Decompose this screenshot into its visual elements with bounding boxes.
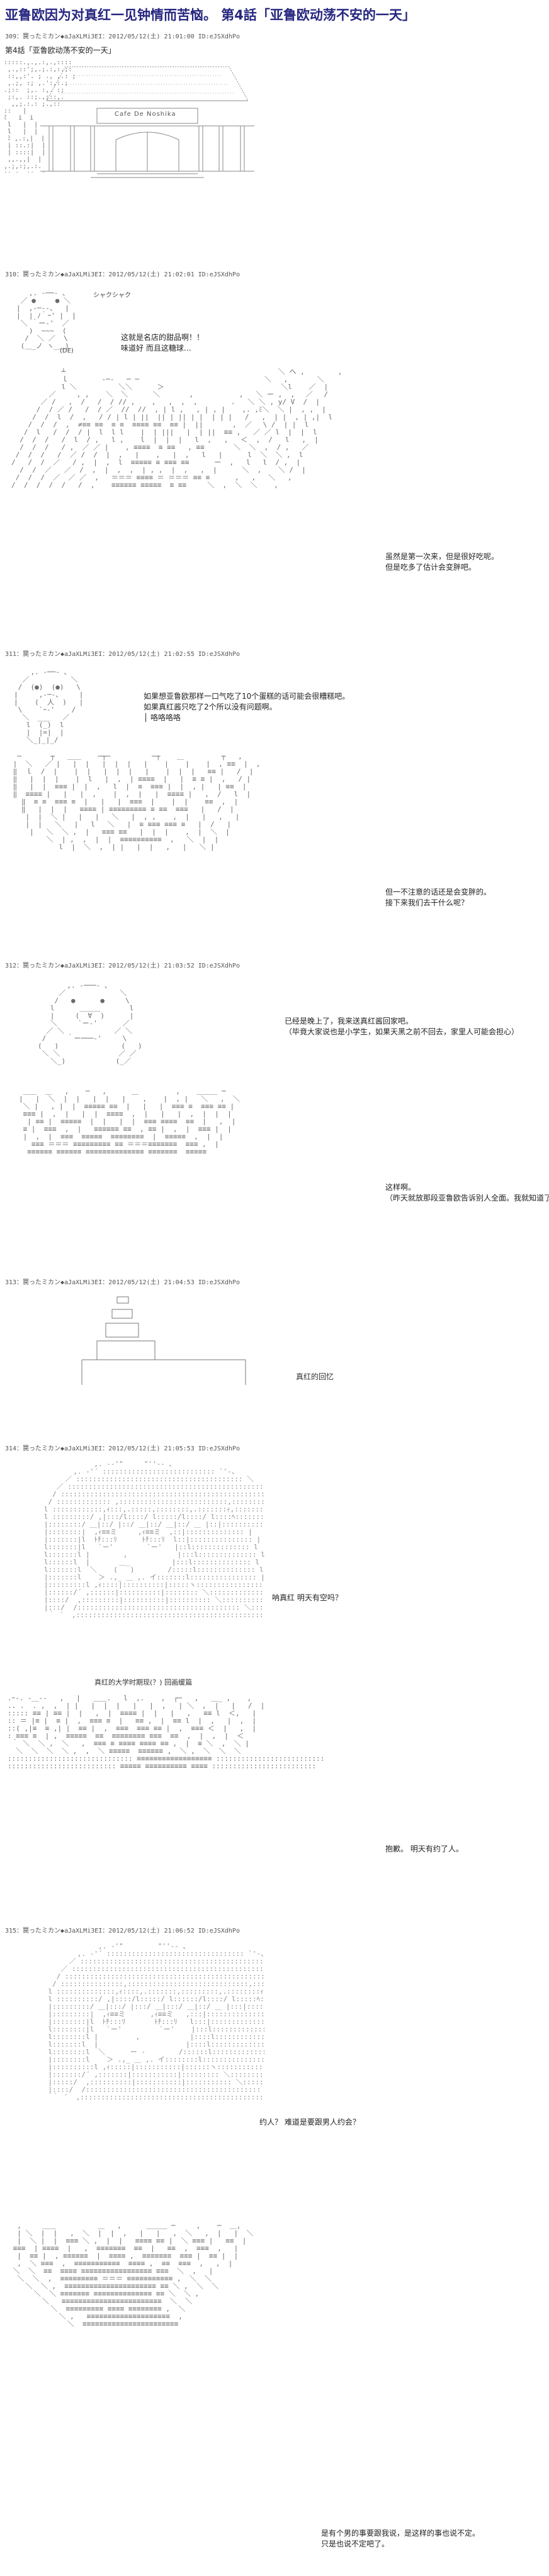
sfx-text: シャクシャク <box>93 292 131 299</box>
dialogue-line: 这样啊。 <box>385 1183 416 1192</box>
dialogue-line: 但是吃多了估计会变胖吧。 <box>385 563 477 572</box>
post-header: 310：罠ったミカン◆aJaXLMi3EI：2012/05/12(土) 21:0… <box>5 271 240 278</box>
dialogue-line: 约人？ 难道是要跟男人约会？ <box>259 2118 360 2127</box>
character-face-art: ,. -──- 、 ／ ＼ / (●) (●) \ | ,-─-、 | | ( … <box>14 669 84 744</box>
dialogue-line: （毕竟大家说也是小学生，如果天黑之前不回去，家里人可能会担心） <box>285 1027 519 1036</box>
scene-art: .ｰ-. -＿-- , | ＿＿. l ,. , ┌─ , ＿_ , , .. … <box>8 1695 325 1770</box>
dialogue-block: 如果想亚鲁欧那样一口气吃了10个蛋糕的话可能会很糟糕吧。 如果真红酱只吃了2个所… <box>144 691 349 723</box>
dialogue-block: 但一不注意的话还是会变胖的。 接下来我们去干什么呢？ <box>385 887 491 908</box>
cafe-building-art <box>40 66 254 178</box>
scene-art: ＿＿ ＿ , ─ , ＿ , ＿＿＿ ─ | | ＼ | | | | | , |… <box>19 1088 240 1156</box>
chapter-title: 第4話「亚鲁欧动荡不安的一天」 <box>5 46 116 55</box>
dialogue-line: 如果想亚鲁欧那样一口气吃了10个蛋糕的话可能会很糟糕吧。 <box>144 692 350 701</box>
character-face-art: ,. -──- 、 ／ ● ● ＼ | ,-─‐-、 | | | ﾉ｀ｰ' | … <box>16 290 76 350</box>
page-title: 亚鲁欧因为对真红一见钟情而苦恼。 第4話「亚鲁欧动荡不安的一天」 <box>5 8 416 23</box>
scene-art: ┴ ＼ へ , , ｌ -─- ─ ─ ＼ , ＼ l ＼ ＼＼ ＞ <box>11 368 342 489</box>
character-face-art: ,. -───- 、 ／ ＼ / ● ● \ l ＿＿＿ l | ( ∀ ) |… <box>38 982 142 1065</box>
post-header: 312：罠ったミカン◆aJaXLMi3EI：2012/05/12(土) 21:0… <box>5 963 240 969</box>
dialogue-line: 抱歉。 明天有约了人。 <box>385 1844 463 1853</box>
cafe-side-art: :::::.,.,.:,.,:::: ,.,::';,.;.:,:.;: ::,… <box>4 59 76 172</box>
post-header: 311：罠ったミカン◆aJaXLMi3EI：2012/05/12(土) 21:0… <box>5 651 240 658</box>
character-portrait-art: ,. ‐'"￣￣￣￣￣"''‐- 、 ,. ‐'´ ::::::::::::::… <box>48 1943 264 2101</box>
dialogue-line: 虽然是第一次来，但是很好吃呢。 <box>385 552 499 561</box>
dialogue-line: 只是也说不定吧了。 <box>321 2539 390 2548</box>
dialogue-line: 味道好 而且这糖球… <box>121 344 191 353</box>
scene-art: ─ ┬ ＿＿ ─┬─ ─┬ ＿ ┬ , | ＼ ／ | | | | | | | … <box>13 753 261 851</box>
flashback-stairs-art <box>81 1296 246 1385</box>
dialogue-block: 是有个男的事要跟我说，是这样的事也说不定。 只是也说不定吧了。 <box>321 2528 480 2550</box>
dialogue-block: 这样啊。 （昨天就放那段亚鲁欧告诉别人全面。我就知道了吧。） <box>385 1182 549 1204</box>
portrait-caption: 真红的大学时期现(？) 回画缓篇 <box>94 1678 193 1686</box>
flashback-caption: 真红的回忆 <box>296 1372 334 1381</box>
dialogue-block: 已经是晚上了，我来送真红酱回家吧。 （毕竟大家说也是小学生，如果天黑之前不回去，… <box>285 1016 519 1037</box>
character-portrait-art: ,. -‐'"￣￣￣"''‐- 、 ,. ‐'´ :::::::::::::::… <box>43 1460 264 1619</box>
dialogue-line: 但一不注意的话还是会变胖的。 <box>385 888 492 896</box>
cafe-sign: Cafe De Noshika <box>115 111 176 118</box>
dialogue-line: 是有个男的事要跟我说，是这样的事也说不定。 <box>321 2529 480 2538</box>
dialogue-block: 这就是名店的甜品啊！！ 味道好 而且这糖球… <box>121 332 204 354</box>
dialogue-block: 虽然是第一次来，但是很好吃呢。 但是吃多了估计会变胖吧。 <box>385 551 499 573</box>
dialogue-line: │ 咯咯咯咯 <box>144 713 181 722</box>
face-label: (DE) <box>60 347 74 354</box>
dialogue-line: 这就是名店的甜品啊！！ <box>121 333 205 342</box>
dialogue-line: 如果真红酱只吃了2个所以没有问题啊。 <box>144 703 277 711</box>
dialogue-line: 呐真红 明天有空吗？ <box>272 1593 342 1602</box>
dialogue-line: 接下来我们去干什么呢？ <box>385 898 469 907</box>
dialogue-line: 已经是晚上了，我来送真红酱回家吧。 <box>285 1017 414 1025</box>
post-header: 309：罠ったミカン◆aJaXLMi3EI：2012/05/12(土) 21:0… <box>5 33 240 40</box>
dialogue-line: （昨天就放那段亚鲁欧告诉别人全面。我就知道了吧。） <box>385 1194 549 1202</box>
post-header: 313：罠ったミカン◆aJaXLMi3EI：2012/05/12(土) 21:0… <box>5 1279 240 1286</box>
scene-art: , ＿＿ ＿ , ＿＿＿ ─ , ─ ＿, | ＼ | | , ＼ | | , … <box>13 2222 254 2328</box>
post-header: 314：罠ったミカン◆aJaXLMi3EI：2012/05/12(土) 21:0… <box>5 1445 240 1452</box>
post-header: 315：罠ったミカン◆aJaXLMi3EI：2012/05/12(土) 21:0… <box>5 1928 240 1935</box>
